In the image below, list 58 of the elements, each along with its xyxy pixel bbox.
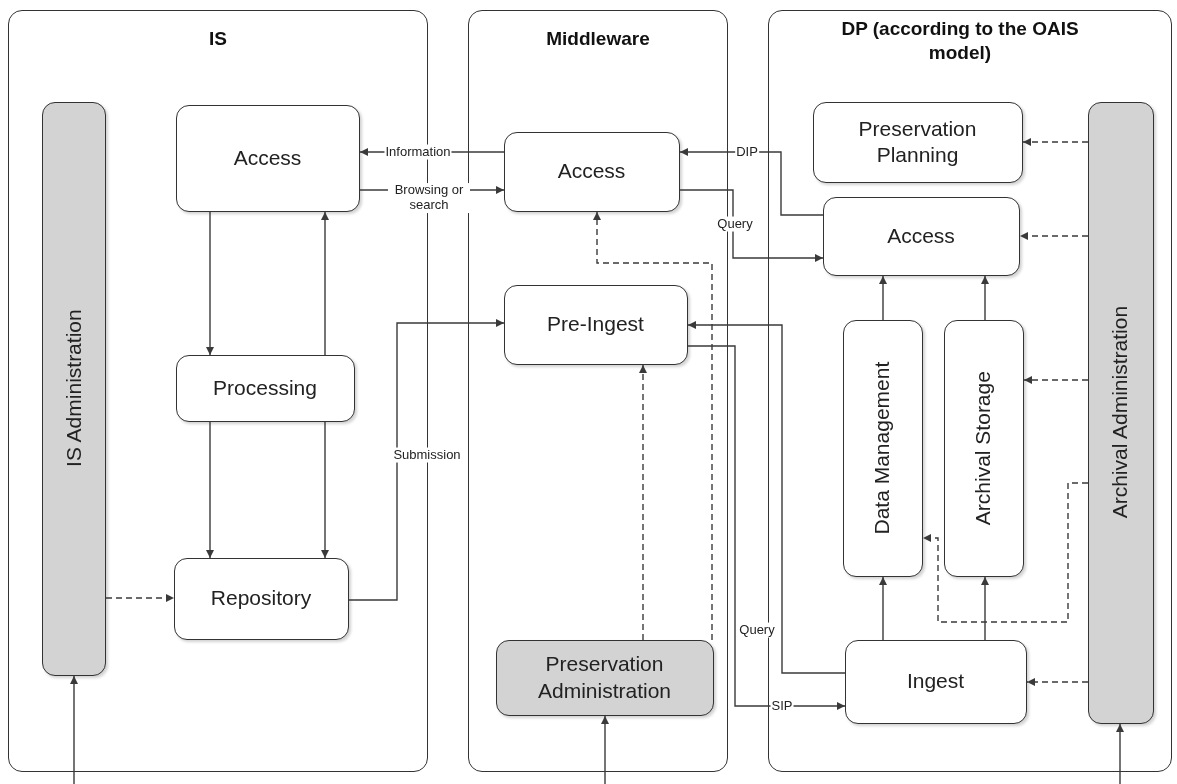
edge-label: Browsing or search bbox=[388, 183, 470, 213]
arrow bbox=[879, 275, 887, 321]
panel-heading: DP (according to the OAIS model) bbox=[840, 17, 1080, 65]
dashed-arrow bbox=[922, 482, 1089, 623]
box-label: Preservation Administration bbox=[536, 651, 673, 704]
arrow bbox=[981, 576, 989, 641]
box-label: Data Management bbox=[869, 361, 895, 535]
process-bar bbox=[1087, 101, 1154, 724]
arrow bbox=[601, 715, 609, 784]
arrow bbox=[206, 211, 214, 356]
dashed-arrow bbox=[639, 364, 647, 641]
box-label: Archival Storage bbox=[970, 370, 996, 526]
arrow bbox=[879, 576, 887, 641]
edge-label: Submission bbox=[392, 447, 462, 463]
process-box bbox=[844, 639, 1027, 724]
arrow bbox=[687, 321, 846, 674]
panel-heading: IS bbox=[208, 27, 228, 51]
edge-label: Query bbox=[738, 622, 776, 638]
process-box bbox=[175, 104, 360, 212]
arrow bbox=[206, 421, 214, 559]
box-label: Ingest bbox=[906, 668, 965, 695]
arrow bbox=[321, 421, 329, 559]
box-label: IS Administration bbox=[60, 309, 86, 468]
edge-label: Query bbox=[716, 216, 754, 232]
dashed-arrow bbox=[1023, 376, 1089, 384]
process-bar bbox=[943, 319, 1024, 577]
process-bar bbox=[41, 101, 106, 676]
arrow bbox=[679, 148, 824, 216]
process-box bbox=[822, 196, 1020, 276]
box-label: Preservation Planning bbox=[857, 115, 978, 168]
dashed-arrow bbox=[1022, 138, 1089, 146]
box-label: Repository bbox=[210, 585, 312, 612]
arrow bbox=[687, 345, 846, 710]
box-label: Access bbox=[233, 144, 302, 171]
box-label: Archival Administration bbox=[1107, 306, 1133, 519]
arrow bbox=[321, 211, 329, 356]
arrow bbox=[981, 275, 989, 321]
box-label: Pre-Ingest bbox=[547, 311, 644, 338]
process-bar bbox=[842, 319, 923, 577]
edge-label: Information bbox=[384, 144, 452, 160]
process-box bbox=[175, 354, 355, 422]
box-label: Access bbox=[557, 158, 626, 185]
arrow bbox=[348, 319, 505, 601]
dashed-arrow bbox=[593, 211, 713, 641]
dashed-arrow bbox=[1019, 232, 1089, 240]
process-box bbox=[812, 101, 1023, 183]
panel-heading: Middleware bbox=[545, 27, 651, 51]
dashed-arrow bbox=[1026, 678, 1089, 686]
arrow bbox=[1116, 723, 1124, 784]
process-box bbox=[495, 639, 714, 716]
arrow bbox=[679, 189, 824, 262]
process-box bbox=[503, 284, 688, 365]
arrow bbox=[70, 675, 78, 784]
dashed-arrow bbox=[105, 594, 175, 602]
box-label: Access bbox=[887, 222, 955, 249]
process-box bbox=[503, 131, 680, 212]
process-box bbox=[173, 557, 349, 640]
box-label: Processing bbox=[213, 374, 317, 401]
